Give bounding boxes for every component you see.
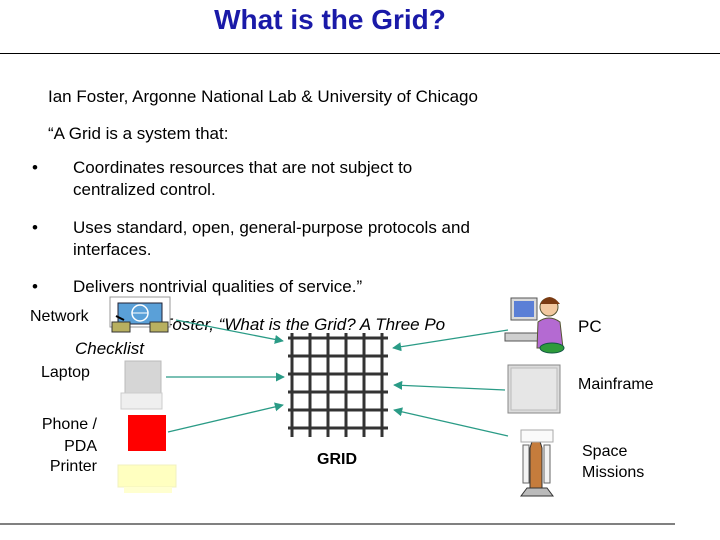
label-network: Network — [30, 307, 89, 327]
arrow-space — [394, 410, 508, 436]
space-shuttle-icon — [521, 430, 553, 496]
laptop-icon — [121, 361, 162, 409]
label-missions: Missions — [582, 463, 644, 483]
label-pc: PC — [578, 317, 602, 337]
label-phone: Phone / — [20, 415, 97, 435]
label-pda: PDA — [20, 437, 97, 457]
printer-icon — [118, 465, 176, 493]
arrow-network — [176, 320, 283, 341]
label-mainframe: Mainframe — [578, 375, 654, 395]
mainframe-icon — [508, 365, 560, 413]
label-printer: Printer — [20, 457, 97, 477]
grid-mesh — [288, 333, 390, 437]
arrow-mainframe — [394, 385, 505, 390]
pc-user-icon — [505, 297, 564, 353]
label-laptop: Laptop — [41, 363, 90, 383]
phone-pda-icon — [128, 415, 166, 451]
arrow-pc — [393, 330, 508, 348]
label-grid: GRID — [317, 450, 357, 470]
arrow-phone — [168, 405, 283, 432]
network-computers-icon — [110, 297, 170, 332]
label-space: Space — [582, 442, 627, 462]
